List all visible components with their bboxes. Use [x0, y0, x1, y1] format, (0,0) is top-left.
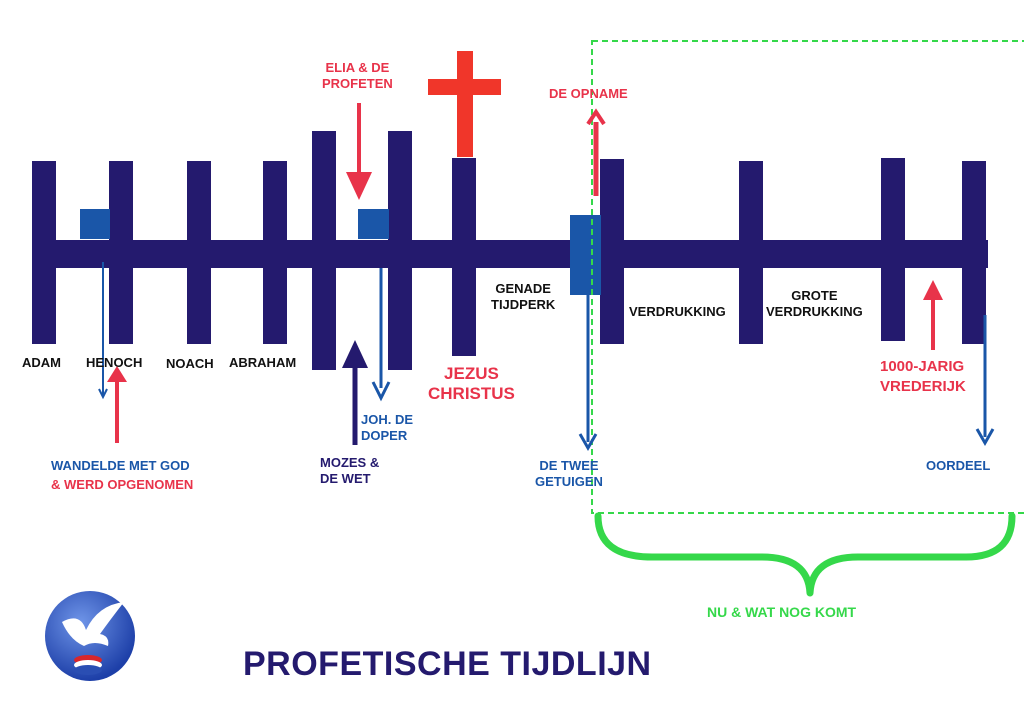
dove-logo-icon: [45, 591, 135, 681]
timeline-post-opname: [600, 159, 624, 344]
oordeel-down-arrow: [975, 315, 995, 447]
joh-down-arrow: [371, 268, 391, 402]
label-abraham: ABRAHAM: [229, 355, 297, 370]
label-1000-jarig-vrederijk: 1000-JARIG VREDERIJK: [880, 358, 966, 396]
timeline-post-jezus: [452, 158, 476, 356]
cross-icon: [428, 51, 501, 157]
timeline-post-henoch: [109, 161, 133, 344]
label-jezus-christus: JEZUS CHRISTUS: [428, 364, 515, 404]
timeline-post-noach: [187, 161, 211, 344]
label-verdrukking: VERDRUKKING: [629, 304, 726, 319]
label-mozes-de-wet: MOZES & DE WET: [320, 455, 380, 487]
label-de-twee-getuigen: DE TWEE GETUIGEN: [535, 458, 603, 490]
label-joh-de-doper: JOH. DE DOPER: [361, 412, 414, 444]
label-henoch: HENOCH: [86, 355, 143, 370]
mozes-up-arrow: [342, 340, 368, 445]
timeline-post-joh: [388, 131, 412, 370]
timeline-main-bar: [32, 240, 988, 268]
henoch-down-arrow: [98, 262, 108, 400]
timeline-post-oordeel: [962, 161, 986, 344]
label-de-opname: DE OPNAME: [549, 86, 628, 101]
timeline-post-grote: [881, 158, 905, 341]
getuigen-down-arrow: [578, 290, 598, 452]
page-title: PROFETISCHE TIJDLIJN: [243, 645, 652, 683]
label-noach: NOACH: [166, 356, 214, 371]
label-grote-verdrukking: GROTE VERDRUKKING: [766, 288, 863, 320]
label-oordeel: OORDEEL: [926, 458, 991, 473]
timeline-post-abraham: [263, 161, 287, 344]
label-werd-opgenomen: & WERD OPGENOMEN: [51, 477, 194, 492]
getuigen-marker: [570, 215, 601, 295]
timeline-post-adam: [32, 161, 56, 344]
henoch-marker: [80, 209, 110, 239]
joh-marker: [358, 209, 389, 239]
timeline-post-mozes: [312, 131, 336, 370]
wandelde-up-arrow: [107, 366, 127, 443]
future-brace: [594, 512, 1016, 597]
future-dashed-box: [591, 40, 1024, 514]
label-wandelde-met-god: WANDELDE MET GOD: [51, 458, 190, 473]
opname-up-arrow: [586, 108, 606, 196]
label-elia-profeten: ELIA & DE PROFETEN: [322, 60, 393, 92]
label-adam: ADAM: [22, 355, 61, 370]
timeline-post-verdrukking: [739, 161, 763, 344]
label-genade-tijdperk: GENADE TIJDPERK: [491, 281, 556, 313]
elia-down-arrow: [346, 103, 372, 200]
vrederijk-up-arrow: [923, 280, 943, 350]
label-nu-wat-nog-komt: NU & WAT NOG KOMT: [707, 604, 857, 620]
